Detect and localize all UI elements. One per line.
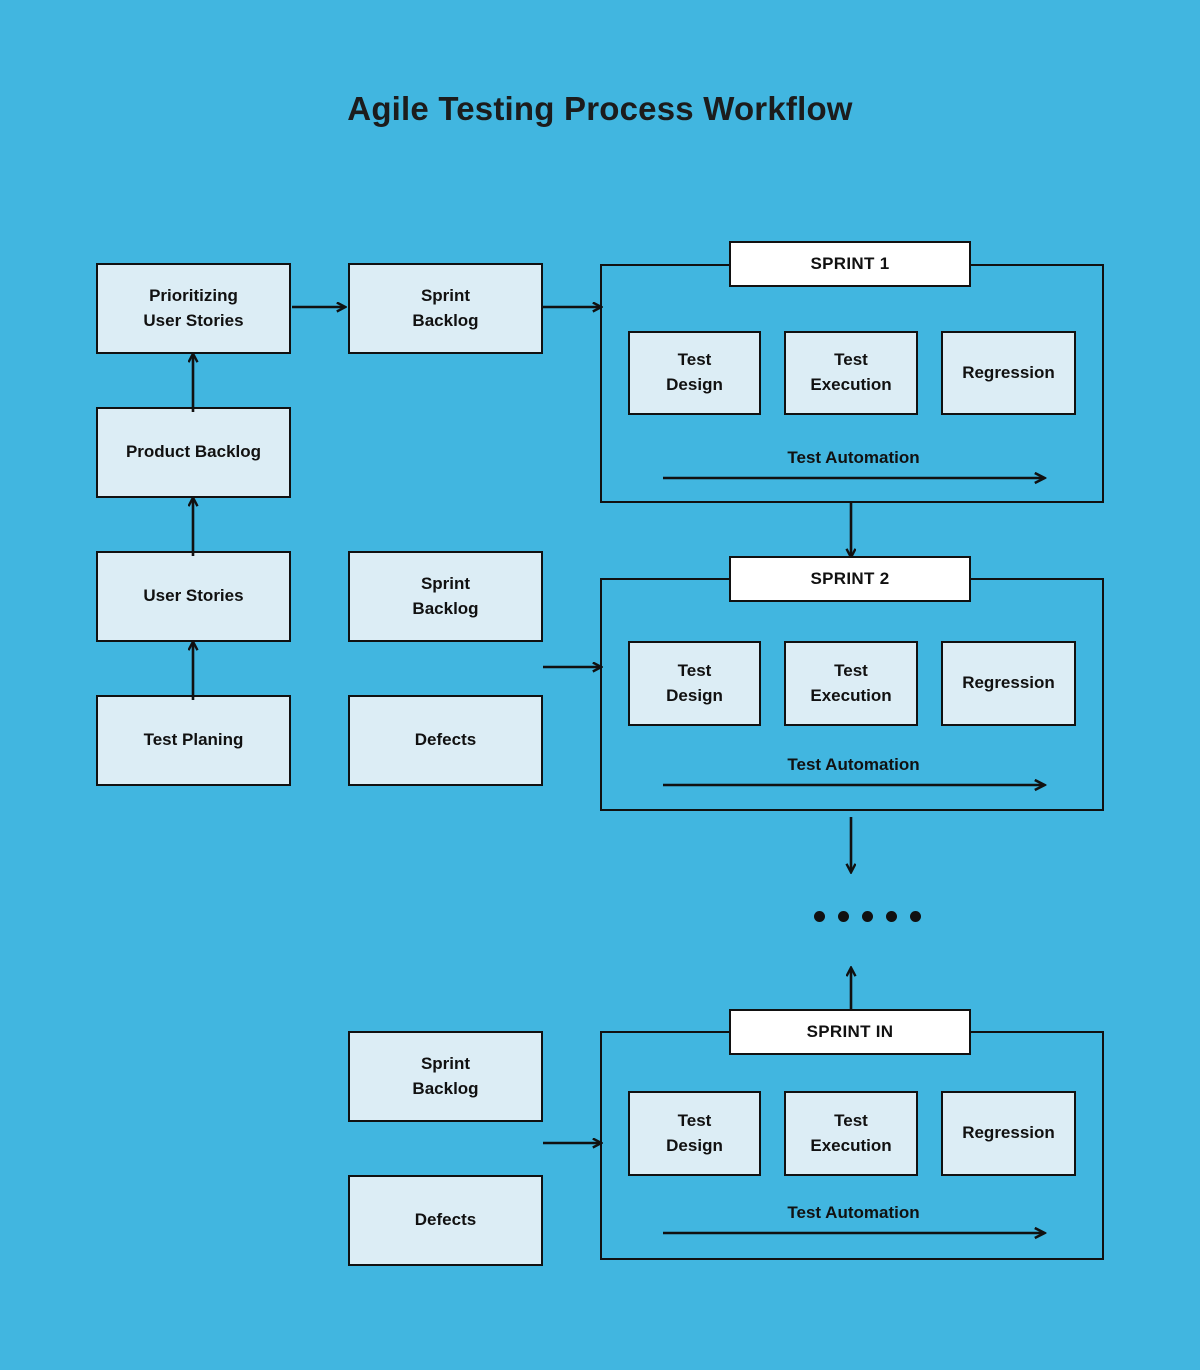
box-defects-2[interactable]: Defects <box>348 695 543 786</box>
box-defects-n[interactable]: Defects <box>348 1175 543 1266</box>
sprint-n-automation-label: Test Automation <box>787 1203 920 1222</box>
box-sprint-backlog-2[interactable]: Sprint Backlog <box>348 551 543 642</box>
box-product-backlog[interactable]: Product Backlog <box>96 407 291 498</box>
page-title: Agile Testing Process Workflow <box>347 90 853 127</box>
sprint-1-stage-test-execution[interactable]: Test Execution <box>784 331 918 415</box>
sprint-2-stage-test-execution[interactable]: Test Execution <box>784 641 918 726</box>
sprint-1-automation-label: Test Automation <box>787 448 920 467</box>
ellipsis-dots <box>814 911 921 922</box>
ellipsis-dot <box>886 911 897 922</box>
ellipsis-dot <box>910 911 921 922</box>
sprint-1-stage-regression[interactable]: Regression <box>941 331 1076 415</box>
sprint-n-stage-test-design[interactable]: Test Design <box>628 1091 761 1176</box>
ellipsis-dot <box>862 911 873 922</box>
box-prioritizing-user-stories[interactable]: Prioritizing User Stories <box>96 263 291 354</box>
box-sprint-backlog-1[interactable]: Sprint Backlog <box>348 263 543 354</box>
ellipsis-dot <box>838 911 849 922</box>
sprint-n-stage-test-execution[interactable]: Test Execution <box>784 1091 918 1176</box>
sprint-1-stage-test-design[interactable]: Test Design <box>628 331 761 415</box>
sprint-1-label[interactable]: SPRINT 1 <box>729 241 971 287</box>
box-user-stories[interactable]: User Stories <box>96 551 291 642</box>
box-sprint-backlog-n[interactable]: Sprint Backlog <box>348 1031 543 1122</box>
sprint-2-stage-regression[interactable]: Regression <box>941 641 1076 726</box>
box-test-planing[interactable]: Test Planing <box>96 695 291 786</box>
sprint-2-stage-test-design[interactable]: Test Design <box>628 641 761 726</box>
sprint-2-automation-label: Test Automation <box>787 755 920 774</box>
sprint-2-label[interactable]: SPRINT 2 <box>729 556 971 602</box>
sprint-n-stage-regression[interactable]: Regression <box>941 1091 1076 1176</box>
sprint-n-label[interactable]: SPRINT IN <box>729 1009 971 1055</box>
ellipsis-dot <box>814 911 825 922</box>
